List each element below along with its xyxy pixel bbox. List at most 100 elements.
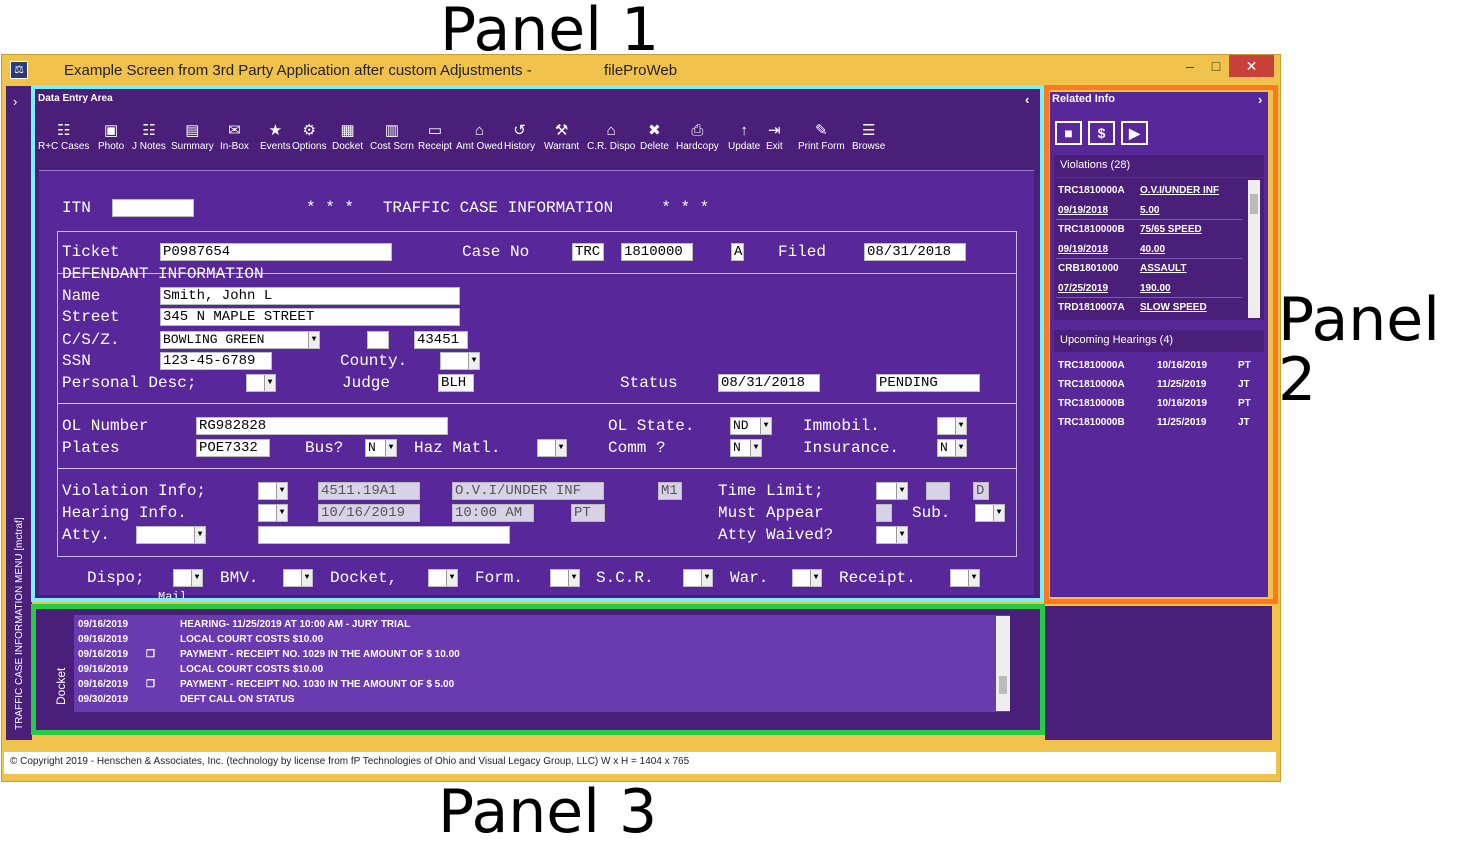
county-select[interactable]: ▼ [440,352,480,370]
scr-select[interactable]: ▼ [683,569,713,587]
violations-scrollbar[interactable] [1248,180,1260,318]
chevron-down-icon[interactable]: ▼ [468,353,479,369]
violation-item-link[interactable]: 40.00 [1140,243,1166,255]
toolbar-update-button[interactable]: ↑Update [728,122,760,152]
chevron-down-icon[interactable]: ▼ [191,570,202,586]
chevron-down-icon[interactable]: ▼ [446,570,457,586]
state-field[interactable] [367,331,389,349]
atty-select[interactable]: ▼ [136,526,206,544]
toolbar-docket-button[interactable]: ▦Docket [332,122,363,152]
maximize-button[interactable]: □ [1211,58,1221,74]
violations-header[interactable]: Violations (28) [1054,155,1264,177]
case-suffix-field[interactable]: A [731,243,744,261]
time-limit-select[interactable]: ▼ [876,482,908,500]
toolbar-photo-button[interactable]: ▣Photo [98,122,124,152]
hearing-select[interactable]: ▼ [258,504,288,522]
name-field[interactable]: Smith, John L [160,287,460,305]
violation-item-id[interactable]: 09/19/2018 [1058,204,1109,216]
haz-matl-select[interactable]: ▼ [537,439,567,457]
chevron-down-icon[interactable]: ▼ [955,440,966,456]
chevron-down-icon[interactable]: ▼ [701,570,712,586]
ticket-field[interactable]: P0987654 [160,243,392,261]
chevron-down-icon[interactable]: ▼ [276,505,287,521]
chevron-down-icon[interactable]: ▼ [968,570,979,586]
toolbar-events-button[interactable]: ★Events [260,122,291,152]
hearings-header[interactable]: Upcoming Hearings (4) [1054,330,1264,352]
bmv-select[interactable]: ▼ [283,569,313,587]
status-date-field[interactable]: 08/31/2018 [718,374,820,392]
war-select[interactable]: ▼ [792,569,822,587]
insurance-select[interactable]: N▼ [937,439,967,457]
filed-field[interactable]: 08/31/2018 [864,243,966,261]
violation-item-link[interactable]: ASSAULT [1140,263,1187,274]
zip-field[interactable]: 43451 [414,331,468,349]
itn-field[interactable] [112,199,194,217]
comm-select[interactable]: N▼ [730,439,762,457]
expand-menu-chevron-icon[interactable]: › [13,94,18,109]
dispo-select[interactable]: ▼ [173,569,203,587]
chevron-down-icon[interactable]: ▼ [264,375,275,391]
chevron-down-icon[interactable]: ▼ [896,527,907,543]
side-menu-strip[interactable]: › [6,86,32,740]
violation-item-link[interactable]: 190.00 [1140,282,1171,294]
toolbar-exit-button[interactable]: ⇥Exit [766,122,783,152]
related-chevron-icon[interactable]: › [1258,92,1263,107]
chevron-down-icon[interactable]: ▼ [194,527,205,543]
violation-item-id[interactable]: 09/19/2018 [1058,243,1109,255]
ol-state-select[interactable]: ND▼ [730,417,772,435]
chevron-down-icon[interactable]: ▼ [568,570,579,586]
toolbar-amt-owed-button[interactable]: ⌂Amt Owed [456,122,503,152]
ol-number-field[interactable]: RG982828 [196,417,448,435]
toolbar-receipt-button[interactable]: ▭Receipt [418,122,452,152]
chevron-down-icon[interactable]: ▼ [955,418,966,434]
chevron-down-icon[interactable]: ▼ [308,332,319,348]
document-icon[interactable]: ❐ [146,679,155,690]
violation-item-link[interactable]: O.V.I/UNDER INF [1140,185,1220,196]
megaphone-icon[interactable]: ▶ [1121,121,1148,145]
chevron-down-icon[interactable]: ▼ [301,570,312,586]
judge-field[interactable]: BLH [438,374,474,392]
chevron-down-icon[interactable]: ▼ [993,505,1004,521]
docket-select[interactable]: ▼ [428,569,458,587]
plates-field[interactable]: POE7332 [196,439,270,457]
chevron-down-icon[interactable]: ▼ [385,440,396,456]
receipt-select[interactable]: ▼ [950,569,980,587]
immobil-select[interactable]: ▼ [937,417,967,435]
personal-desc-select[interactable]: ▼ [246,374,276,392]
docket-scrollbar[interactable] [996,616,1010,711]
chevron-down-icon[interactable]: ▼ [760,418,771,434]
sub-select[interactable]: ▼ [975,504,1005,522]
form-select[interactable]: ▼ [550,569,580,587]
close-button[interactable]: ✕ [1229,55,1274,77]
toolbar-hardcopy-button[interactable]: ⎙Hardcopy [676,122,719,152]
atty-name-field[interactable] [258,526,510,544]
bus-select[interactable]: N▼ [365,439,397,457]
docket-tab[interactable]: Docket [50,615,74,712]
toolbar-summary-button[interactable]: ▤Summary [171,122,214,152]
case-prefix-field[interactable]: TRC [572,243,604,261]
street-field[interactable]: 345 N MAPLE STREET [160,308,460,326]
folder-icon[interactable]: ■ [1055,121,1082,145]
case-number-field[interactable]: 1810000 [621,243,693,261]
toolbar-j-notes-button[interactable]: ☷J Notes [132,122,166,152]
document-icon[interactable]: ❐ [146,649,155,660]
toolbar-options-button[interactable]: ⚙Options [292,122,326,152]
violation-item-link[interactable]: 75/65 SPEED [1140,224,1202,235]
toolbar-history-button[interactable]: ↺History [504,122,535,152]
toolbar-in-box-button[interactable]: ✉In-Box [220,122,249,152]
ssn-field[interactable]: 123-45-6789 [160,352,272,370]
chevron-down-icon[interactable]: ▼ [555,440,566,456]
collapse-data-entry-icon[interactable]: ‹ [1025,92,1030,107]
violation-select[interactable]: ▼ [258,482,288,500]
toolbar-r-c-cases-button[interactable]: ☷R+C Cases [38,122,89,152]
dollar-icon[interactable]: $ [1088,121,1115,145]
chevron-down-icon[interactable]: ▼ [276,483,287,499]
toolbar-print-form-button[interactable]: ✎Print Form [798,122,845,152]
toolbar-warrant-button[interactable]: ⚒Warrant [544,122,579,152]
toolbar-browse-button[interactable]: ☰Browse [852,122,885,152]
violations-scroll-thumb[interactable] [1250,194,1258,214]
chevron-down-icon[interactable]: ▼ [896,483,907,499]
violation-item-link[interactable]: SLOW SPEED [1140,302,1207,313]
chevron-down-icon[interactable]: ▼ [750,440,761,456]
status-field[interactable]: PENDING [876,374,980,392]
